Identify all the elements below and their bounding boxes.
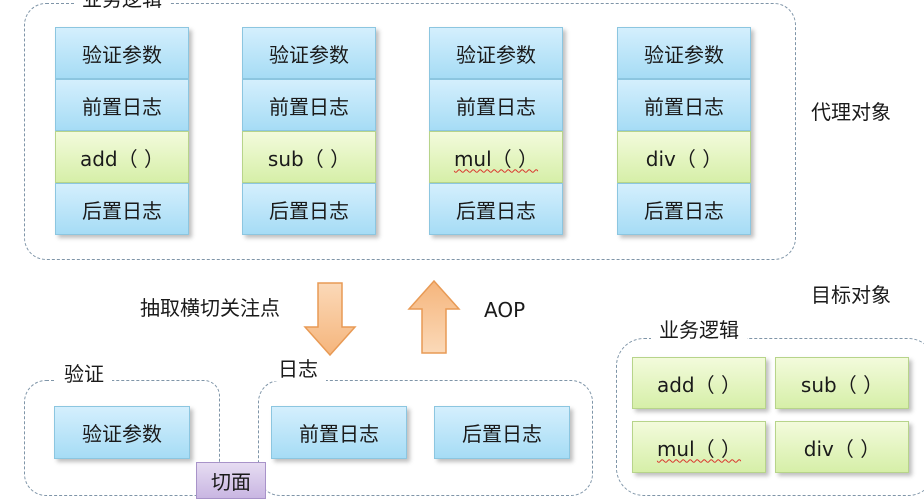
stack-cell-validate: 验证参数	[617, 27, 751, 79]
stack-cell-method: add（ ）	[55, 131, 189, 183]
proxy-object-label: 代理对象	[811, 100, 891, 124]
target-business-logic-group	[616, 338, 924, 496]
down-arrow-icon	[303, 282, 357, 357]
after-log-cell: 后置日志	[434, 406, 570, 459]
proxy-stack-div: 验证参数 前置日志 div（ ） 后置日志	[617, 27, 751, 235]
aspect-label: 切面	[196, 462, 266, 499]
target-business-logic-group-label: 业务逻辑	[651, 318, 747, 342]
stack-cell-after-log: 后置日志	[55, 183, 189, 235]
business-logic-group	[24, 3, 796, 260]
stack-cell-before-log: 前置日志	[429, 79, 563, 131]
stack-cell-validate: 验证参数	[242, 27, 376, 79]
log-group	[258, 380, 593, 496]
proxy-stack-add: 验证参数 前置日志 add（ ） 后置日志	[55, 27, 189, 235]
target-method-mul: mul（ ）	[632, 421, 766, 473]
target-object-label: 目标对象	[811, 283, 891, 307]
validate-group	[24, 380, 220, 496]
proxy-stack-mul: 验证参数 前置日志 mul（ ） 后置日志	[429, 27, 563, 235]
stack-cell-validate: 验证参数	[429, 27, 563, 79]
stack-cell-method: mul（ ）	[429, 131, 563, 183]
proxy-stack-sub: 验证参数 前置日志 sub（ ） 后置日志	[242, 27, 376, 235]
target-method-div: div（ ）	[775, 421, 909, 473]
validate-param-cell: 验证参数	[54, 406, 190, 459]
method-text: mul（ ）	[656, 436, 742, 461]
up-arrow-icon	[407, 279, 461, 354]
stack-cell-validate: 验证参数	[55, 27, 189, 79]
stack-cell-method: sub（ ）	[242, 131, 376, 183]
target-method-add: add（ ）	[632, 357, 766, 409]
validate-group-label: 验证	[56, 362, 112, 386]
business-logic-group-label: 业务逻辑	[74, 0, 170, 11]
method-text: mul（ ）	[453, 146, 539, 171]
before-log-cell: 前置日志	[271, 406, 407, 459]
stack-cell-after-log: 后置日志	[242, 183, 376, 235]
stack-cell-method: div（ ）	[617, 131, 751, 183]
stack-cell-before-log: 前置日志	[617, 79, 751, 131]
extract-crosscutting-label: 抽取横切关注点	[140, 296, 280, 320]
stack-cell-after-log: 后置日志	[429, 183, 563, 235]
stack-cell-after-log: 后置日志	[617, 183, 751, 235]
target-method-sub: sub（ ）	[775, 357, 909, 409]
stack-cell-before-log: 前置日志	[55, 79, 189, 131]
stack-cell-before-log: 前置日志	[242, 79, 376, 131]
aop-label: AOP	[484, 298, 526, 322]
log-group-label: 日志	[270, 357, 326, 381]
